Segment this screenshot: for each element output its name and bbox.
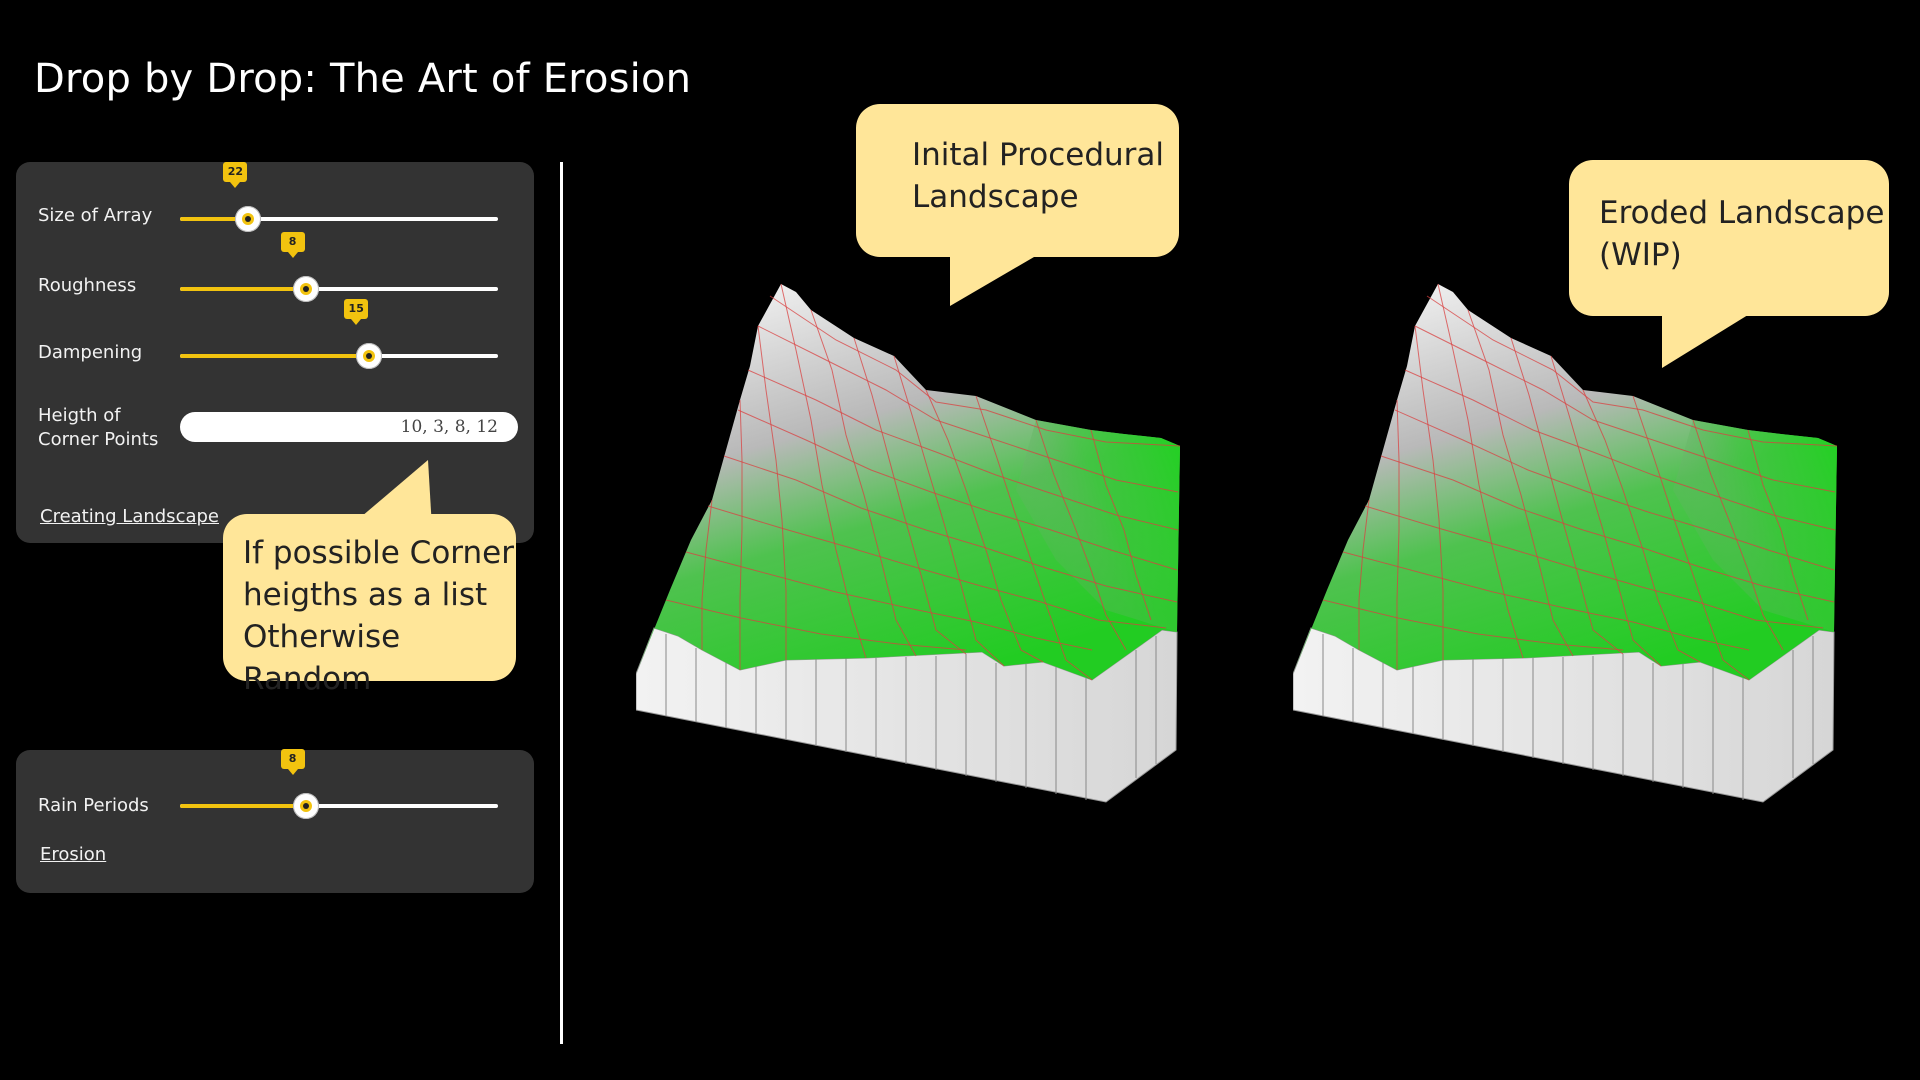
slider-fill bbox=[180, 287, 306, 291]
callout-line: Inital Procedural bbox=[912, 137, 1164, 173]
slider-thumb[interactable]: 8 bbox=[280, 749, 319, 819]
terrain-grid bbox=[665, 283, 1181, 681]
initial-landscape-render bbox=[636, 283, 1181, 803]
landscape-parameters-panel: Size of Array 22 Roughness 8 Dampening 1… bbox=[16, 162, 534, 543]
slider-value-badge: 22 bbox=[223, 162, 248, 188]
slider-label-size-of-array: Size of Array bbox=[38, 205, 153, 226]
slider-thumb[interactable]: 8 bbox=[280, 232, 319, 302]
terrain-surface-shade bbox=[1016, 420, 1180, 632]
corner-points-input[interactable] bbox=[180, 412, 518, 442]
callout-tail bbox=[1662, 310, 1756, 368]
callout-line: Otherwise Random bbox=[243, 619, 401, 697]
callout-tail bbox=[348, 460, 432, 528]
terrain-surface bbox=[636, 284, 1180, 680]
creating-landscape-link[interactable]: Creating Landscape bbox=[40, 506, 219, 527]
slider-fill bbox=[180, 354, 370, 358]
callout-line: Landscape bbox=[912, 179, 1079, 215]
size-of-array-slider[interactable]: 22 bbox=[180, 162, 498, 232]
corner-hint-callout: If possible Corner heigths as a list Oth… bbox=[223, 514, 516, 697]
roughness-slider[interactable]: 8 bbox=[180, 232, 498, 302]
terrain-surface bbox=[1293, 284, 1837, 680]
corner-label-line-1: Heigth of bbox=[38, 405, 121, 426]
callout-line: If possible Corner bbox=[243, 535, 514, 571]
initial-landscape-callout: Inital Procedural Landscape bbox=[856, 104, 1179, 257]
erosion-parameters-panel: Rain Periods 8 Erosion bbox=[16, 749, 534, 893]
slider-thumb[interactable]: 22 bbox=[223, 162, 262, 232]
corner-points-label: Heigth of Corner Points bbox=[38, 404, 158, 452]
slider-label-roughness: Roughness bbox=[38, 275, 137, 296]
slider-fill bbox=[180, 217, 249, 221]
eroded-landscape-callout: Eroded Landscape (WIP) bbox=[1569, 160, 1889, 316]
eye-icon bbox=[366, 353, 373, 359]
terrain-grid bbox=[1322, 283, 1838, 681]
terrain-wall-seams bbox=[665, 634, 1157, 800]
terrain-surface-shade bbox=[1673, 420, 1837, 632]
erosion-link[interactable]: Erosion bbox=[40, 844, 107, 865]
slider-value-badge: 8 bbox=[280, 749, 305, 775]
slider-value-badge: 15 bbox=[344, 299, 369, 325]
callout-line: heigths as a list bbox=[243, 577, 488, 613]
callout-tail bbox=[950, 250, 1046, 306]
callout-line: Eroded Landscape bbox=[1599, 195, 1885, 231]
slider-label-dampening: Dampening bbox=[38, 342, 143, 363]
slider-fill bbox=[180, 804, 306, 808]
slider-value-badge: 8 bbox=[280, 232, 305, 258]
rain-periods-slider[interactable]: 8 bbox=[180, 749, 498, 819]
page-title: Drop by Drop: The Art of Erosion bbox=[34, 56, 692, 102]
callout-line: (WIP) bbox=[1599, 237, 1682, 273]
dampening-slider[interactable]: 15 bbox=[180, 299, 498, 369]
eye-icon bbox=[302, 803, 309, 809]
corner-label-line-2: Corner Points bbox=[38, 429, 159, 450]
slider-label-rain-periods: Rain Periods bbox=[38, 795, 149, 816]
eye-icon bbox=[302, 286, 309, 292]
slider-thumb[interactable]: 15 bbox=[344, 299, 383, 369]
terrain-wall-seams bbox=[1322, 634, 1814, 800]
eye-icon bbox=[245, 216, 252, 222]
vertical-divider bbox=[560, 162, 563, 1044]
eroded-landscape-render bbox=[1293, 283, 1838, 803]
